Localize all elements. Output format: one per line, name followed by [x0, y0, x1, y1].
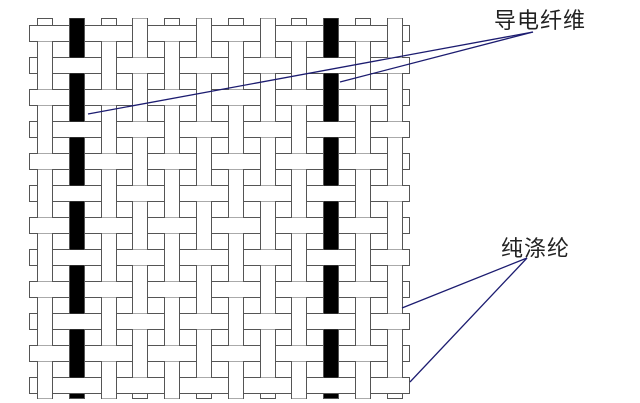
warp-float	[69, 265, 85, 314]
warp-float	[291, 41, 307, 90]
warp-float	[132, 73, 148, 122]
warp-float	[132, 137, 148, 186]
warp-float	[164, 233, 180, 282]
polyester-weft-yarn	[29, 217, 410, 234]
warp-float	[355, 105, 371, 154]
warp-float	[69, 201, 85, 250]
polyester-weft-yarn	[29, 185, 410, 202]
warp-float	[69, 329, 85, 378]
warp-float	[37, 361, 53, 399]
leader-lines	[87, 31, 534, 383]
warp-float	[387, 18, 403, 58]
warp-float	[132, 18, 148, 58]
warp-float	[387, 265, 403, 314]
warp-float	[228, 233, 244, 282]
warp-float	[291, 233, 307, 282]
warp-float	[387, 137, 403, 186]
warp-float	[164, 169, 180, 218]
warp-float	[355, 233, 371, 282]
warp-float	[323, 329, 339, 378]
leader-line-conductive	[87, 31, 534, 115]
warp-float	[387, 73, 403, 122]
warp-float	[37, 41, 53, 90]
label-pure-polyester: 纯涤纶	[501, 237, 571, 262]
warp-float	[260, 329, 276, 378]
warp-float	[323, 18, 339, 58]
warp-float	[196, 137, 212, 186]
polyester-weft-yarn	[29, 25, 410, 42]
warp-float	[387, 329, 403, 378]
warp-float	[196, 329, 212, 378]
polyester-weft-yarn	[29, 313, 410, 330]
polyester-weft-yarn	[29, 377, 410, 394]
warp-float	[164, 361, 180, 399]
warp-float	[228, 169, 244, 218]
warp-float	[101, 361, 117, 399]
warp-float	[132, 265, 148, 314]
polyester-weft-yarn	[29, 89, 410, 106]
warp-float	[164, 105, 180, 154]
warp-float	[37, 233, 53, 282]
warp-float	[101, 105, 117, 154]
warp-float	[260, 201, 276, 250]
polyester-weft-yarn	[29, 57, 410, 74]
warp-float	[37, 169, 53, 218]
warp-float	[260, 137, 276, 186]
warp-float	[196, 73, 212, 122]
warp-float	[260, 265, 276, 314]
warp-float	[387, 201, 403, 250]
warp-float	[228, 297, 244, 346]
warp-float	[260, 73, 276, 122]
warp-float	[355, 361, 371, 399]
warp-float	[260, 18, 276, 58]
polyester-weft-yarn	[29, 249, 410, 266]
warp-float	[291, 169, 307, 218]
warp-float	[323, 137, 339, 186]
warp-float	[37, 105, 53, 154]
warp-float	[101, 297, 117, 346]
warp-float	[69, 137, 85, 186]
warp-float	[323, 73, 339, 122]
warp-float	[101, 41, 117, 90]
warp-float	[101, 169, 117, 218]
polyester-weft-yarn	[29, 121, 410, 138]
leader-line-polyester	[401, 257, 528, 309]
leader-line-polyester	[409, 257, 528, 383]
warp-float	[355, 41, 371, 90]
warp-float	[355, 169, 371, 218]
polyester-weft-yarn	[29, 281, 410, 298]
label-conductive-fiber: 导电纤维	[494, 9, 587, 34]
warp-float	[228, 41, 244, 90]
warp-float	[69, 18, 85, 58]
warp-float	[291, 361, 307, 399]
warp-float	[196, 201, 212, 250]
fabric-weave	[29, 18, 410, 399]
warp-float	[291, 297, 307, 346]
warp-float	[196, 18, 212, 58]
warp-float	[37, 297, 53, 346]
warp-float	[323, 265, 339, 314]
leader-line-conductive	[339, 31, 534, 83]
warp-float	[228, 361, 244, 399]
warp-float	[69, 73, 85, 122]
warp-float	[164, 297, 180, 346]
warp-float	[196, 265, 212, 314]
warp-float	[101, 233, 117, 282]
warp-float	[164, 41, 180, 90]
warp-float	[132, 329, 148, 378]
polyester-weft-yarn	[29, 153, 410, 170]
warp-float	[132, 201, 148, 250]
warp-float	[355, 297, 371, 346]
polyester-weft-yarn	[29, 345, 410, 362]
warp-float	[291, 105, 307, 154]
warp-float	[323, 201, 339, 250]
warp-float	[228, 105, 244, 154]
